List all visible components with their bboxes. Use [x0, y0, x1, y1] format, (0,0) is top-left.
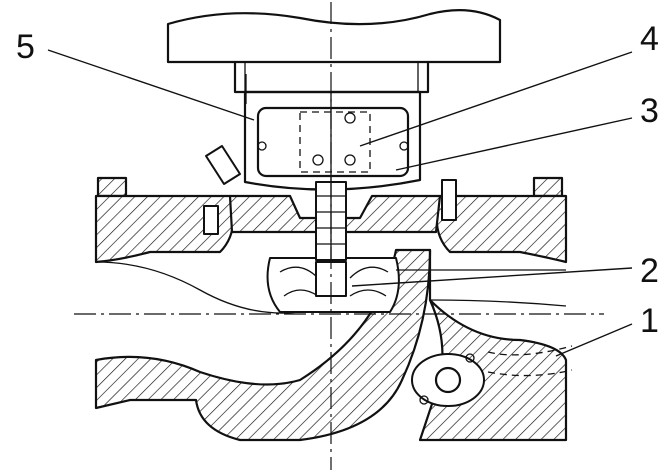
- callout-5: 5: [16, 28, 35, 66]
- callout-2: 2: [640, 252, 659, 290]
- callout-1: 1: [640, 302, 659, 340]
- impeller: [266, 257, 400, 313]
- flow-passage: [95, 261, 567, 314]
- pump-casing: [94, 176, 568, 442]
- bolts: [203, 145, 457, 235]
- terminal-box: [243, 74, 422, 191]
- leader-lines: [47, 49, 633, 357]
- drain-plug: [411, 345, 573, 407]
- callout-3: 3: [640, 92, 659, 130]
- callout-4: 4: [640, 20, 659, 58]
- motor-housing: [166, 9, 502, 94]
